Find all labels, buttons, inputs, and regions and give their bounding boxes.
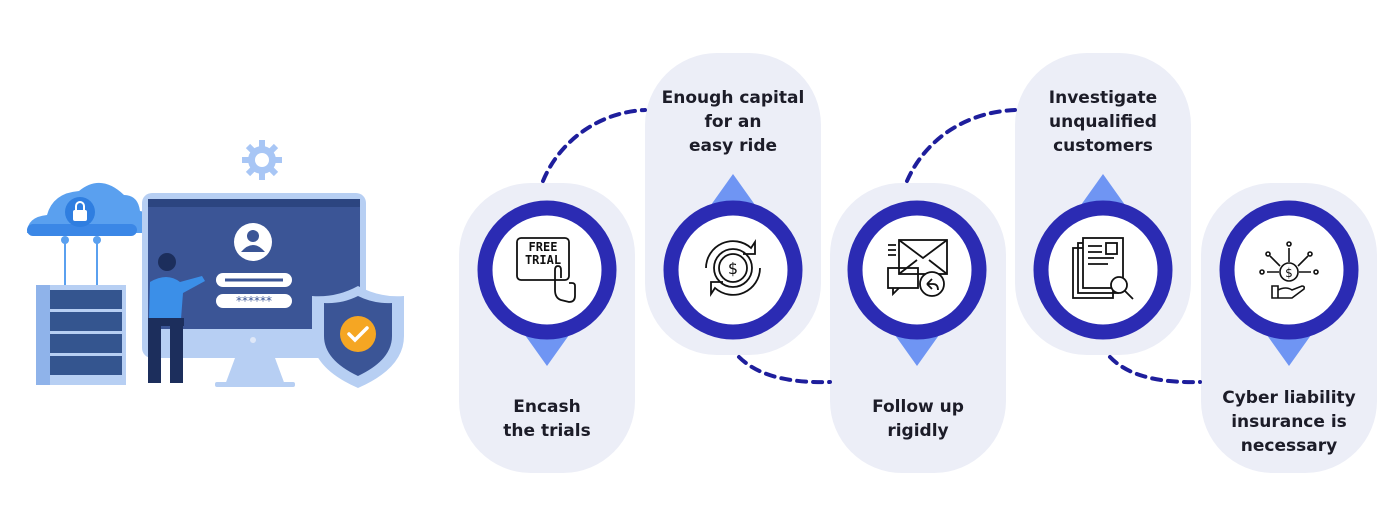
svg-text:$: $	[728, 259, 738, 278]
cloud-lock-icon	[27, 182, 156, 287]
step-marker-1	[477, 200, 617, 366]
step-label-5: Cyber liability insurance is necessary	[1222, 388, 1356, 456]
person-figure	[148, 253, 205, 383]
server-rack-icon	[36, 285, 126, 385]
step-marker-5: $	[1219, 200, 1359, 366]
connector-1-2	[541, 108, 647, 183]
free-trial-icon	[516, 237, 576, 303]
connector-2-3	[737, 355, 832, 385]
free-text: FREE	[528, 240, 558, 254]
svg-text:$: $	[1285, 266, 1293, 280]
step-marker-2: $	[663, 174, 803, 340]
password-field	[216, 294, 292, 308]
connector-3-4	[905, 108, 1017, 183]
document-search-icon	[1072, 237, 1134, 300]
shield-check-icon	[312, 286, 404, 388]
money-distribution-icon: $	[1259, 241, 1319, 299]
trial-text: TRIAL	[524, 253, 562, 267]
step-label-1: Encash the trials	[503, 397, 591, 441]
money-cycle-icon: $	[705, 239, 761, 297]
connector-4-5	[1108, 355, 1202, 385]
step-label-4: Investigate unqualified customers	[1048, 88, 1158, 156]
step-marker-3	[847, 200, 987, 366]
security-illustration: ******	[27, 140, 404, 388]
gear-icon	[242, 140, 282, 180]
email-reply-icon	[887, 239, 948, 297]
step-label-2: Enough capital for an easy ride	[661, 88, 805, 156]
step-marker-4	[1033, 174, 1173, 340]
free-trial-text: FREE TRIAL	[519, 241, 567, 267]
password-mask: ******	[236, 294, 272, 308]
monitor-login-screen: ******	[142, 193, 366, 387]
step-label-3: Follow up rigidly	[872, 397, 964, 441]
